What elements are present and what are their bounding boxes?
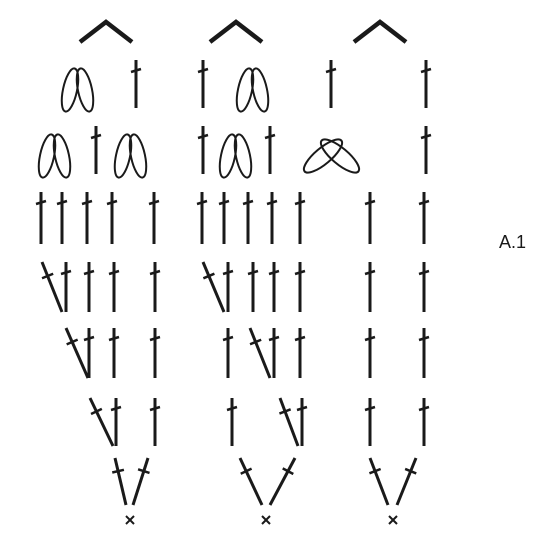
- puff-stitch-loop: [250, 67, 270, 113]
- double-crochet-bar: [81, 199, 93, 206]
- double-crochet-bar: [90, 133, 102, 140]
- double-crochet-leg: [113, 457, 128, 506]
- double-crochet-bar: [364, 269, 376, 276]
- double-crochet-leg: [395, 457, 418, 506]
- double-crochet-bar: [404, 467, 417, 475]
- double-crochet-bar: [266, 199, 278, 206]
- double-crochet-bar: [218, 199, 230, 206]
- double-crochet-bar: [202, 272, 215, 280]
- double-crochet-bar: [137, 468, 150, 475]
- double-crochet-bar: [294, 199, 306, 206]
- double-crochet-leg: [238, 457, 264, 506]
- chain-stitch-x-icon: [261, 515, 271, 525]
- double-crochet-bar: [364, 335, 376, 342]
- double-crochet-bar: [111, 468, 125, 474]
- chain-stitch-x-icon: [125, 515, 135, 525]
- puff-stitch-loop: [75, 67, 95, 113]
- puff-stitch-loop: [60, 67, 80, 113]
- double-crochet-leg: [88, 397, 115, 447]
- double-crochet-bar: [268, 335, 280, 342]
- double-crochet-bar: [108, 269, 120, 276]
- double-crochet-bar: [368, 467, 382, 475]
- double-crochet-bar: [41, 272, 54, 280]
- double-crochet-bar: [222, 269, 234, 276]
- double-crochet-bar: [249, 338, 262, 346]
- double-crochet-bar: [418, 335, 430, 342]
- double-crochet-leg: [248, 327, 272, 379]
- double-crochet-bar: [110, 405, 122, 412]
- double-crochet-bar: [83, 335, 95, 342]
- double-crochet-bar: [282, 467, 294, 476]
- puff-stitch-loop: [128, 133, 148, 179]
- double-crochet-bar: [294, 269, 306, 276]
- double-crochet-bar: [278, 408, 292, 415]
- puff-stitch-loop: [302, 138, 344, 174]
- double-crochet-bar: [325, 67, 337, 74]
- double-crochet-bar: [418, 269, 430, 276]
- double-crochet-bar: [294, 335, 306, 342]
- double-crochet-leg: [278, 397, 300, 447]
- double-crochet-bar: [197, 67, 209, 74]
- double-crochet-bar: [106, 199, 118, 206]
- double-crochet-bar: [418, 405, 430, 412]
- double-crochet-bar: [242, 199, 254, 206]
- double-crochet-bar: [240, 467, 253, 475]
- puff-stitch-loop: [37, 133, 57, 179]
- puff-stitch-loop: [52, 133, 72, 179]
- double-crochet-leg: [201, 261, 226, 313]
- puff-stitch-loop: [235, 67, 255, 113]
- double-crochet-bar: [418, 199, 430, 206]
- double-crochet-leg: [40, 261, 64, 313]
- puff-stitch-loop: [233, 133, 253, 179]
- double-crochet-bar: [268, 269, 280, 276]
- double-crochet-bar: [197, 133, 209, 140]
- double-crochet-bar: [247, 269, 259, 276]
- double-crochet-bar: [83, 269, 95, 276]
- double-crochet-bar: [90, 407, 103, 416]
- stitch-symbols: [35, 19, 432, 525]
- double-crochet-bar: [130, 67, 142, 74]
- puff-stitch-loop: [218, 133, 238, 179]
- double-crochet-bar: [60, 269, 72, 276]
- double-crochet-leg: [268, 457, 297, 506]
- double-crochet-bar: [149, 335, 161, 342]
- double-crochet-bar: [196, 199, 208, 206]
- double-crochet-leg: [131, 457, 150, 506]
- chain-arch-icon: [78, 19, 134, 44]
- puff-stitch-loop: [319, 138, 361, 174]
- double-crochet-bar: [149, 405, 161, 412]
- double-crochet-bar: [420, 133, 432, 140]
- double-crochet-bar: [222, 335, 234, 342]
- puff-stitch-loop: [113, 133, 133, 179]
- double-crochet-leg: [64, 327, 90, 379]
- double-crochet-bar: [148, 199, 160, 206]
- double-crochet-bar: [226, 405, 238, 412]
- double-crochet-bar: [56, 199, 68, 206]
- double-crochet-bar: [149, 269, 161, 276]
- chart-label: A.1: [499, 232, 527, 252]
- double-crochet-bar: [108, 335, 120, 342]
- double-crochet-bar: [264, 133, 276, 140]
- chain-arch-icon: [208, 19, 264, 44]
- chain-stitch-x-icon: [388, 515, 398, 525]
- double-crochet-bar: [35, 199, 47, 206]
- double-crochet-bar: [420, 67, 432, 74]
- double-crochet-bar: [66, 338, 79, 346]
- double-crochet-bar: [364, 405, 376, 412]
- double-crochet-bar: [364, 199, 376, 206]
- chain-arch-icon: [352, 19, 408, 44]
- double-crochet-bar: [296, 405, 308, 412]
- double-crochet-leg: [368, 457, 390, 506]
